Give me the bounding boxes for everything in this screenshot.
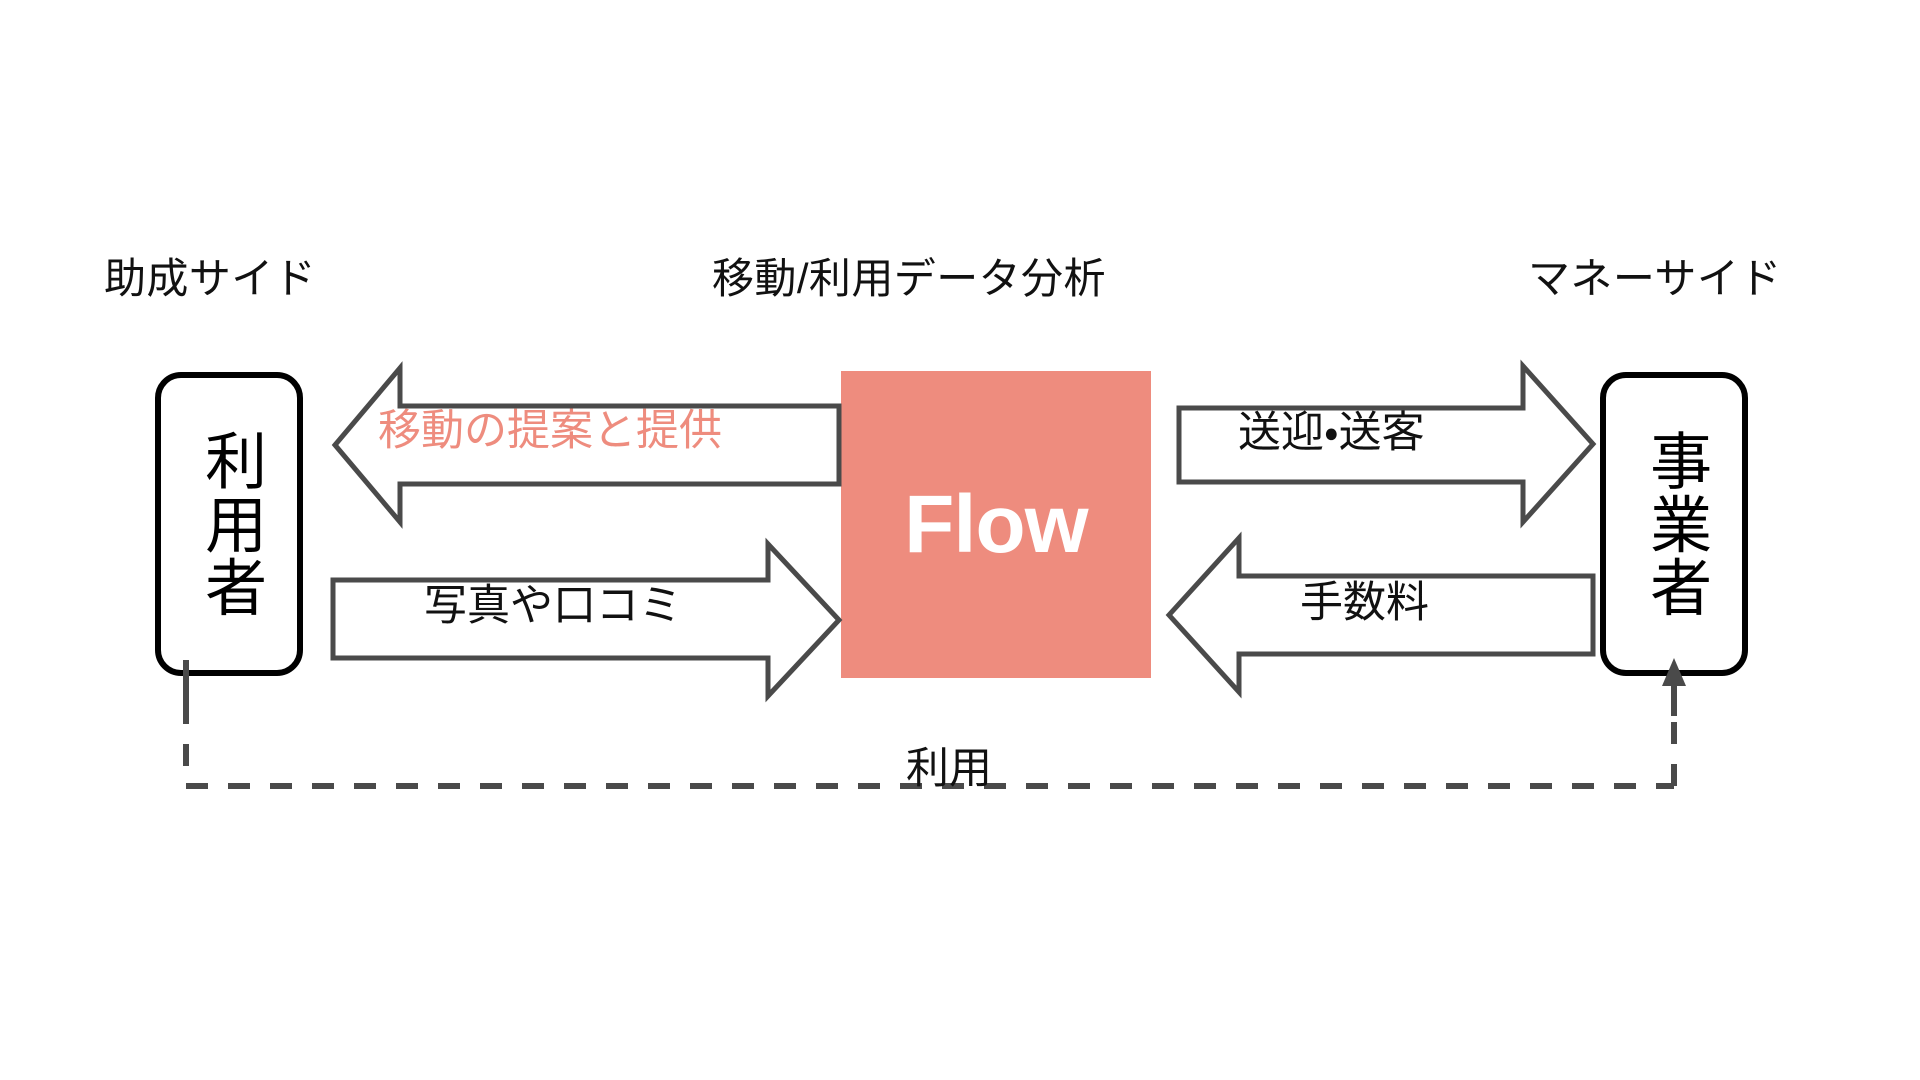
usage-link-label: 利用 [906, 745, 992, 793]
arrow-label-proposal: 移動の提案と提供 [378, 407, 722, 455]
flow-logo-block: Flow [841, 371, 1151, 678]
arrow-fee-shape [1165, 531, 1596, 699]
usage-dashed-link [183, 658, 1686, 789]
arrow-label-fee: 手数料 [1300, 579, 1429, 627]
actor-label-user: 利用者 [195, 429, 265, 619]
actor-box-user: 利用者 [155, 372, 303, 676]
flow-logo-text: Flow [904, 478, 1088, 570]
arrow-proposal-shape [331, 361, 842, 529]
actor-label-business: 事業者 [1640, 429, 1710, 619]
actor-box-business: 事業者 [1600, 372, 1748, 676]
arrow-label-transfer: 送迎・送客 [1238, 409, 1425, 457]
arrow-label-photos: 写真や口コミ [424, 582, 682, 630]
heading-money-side: マネーサイド [1528, 255, 1782, 302]
arrow-transfer-shape [1176, 359, 1597, 529]
heading-subsidy-side: 助成サイド [104, 255, 317, 302]
usage-arrowhead-icon [1662, 658, 1686, 686]
heading-data-analysis: 移動/利用データ分析 [712, 255, 1106, 302]
arrow-photos-shape [330, 537, 843, 703]
